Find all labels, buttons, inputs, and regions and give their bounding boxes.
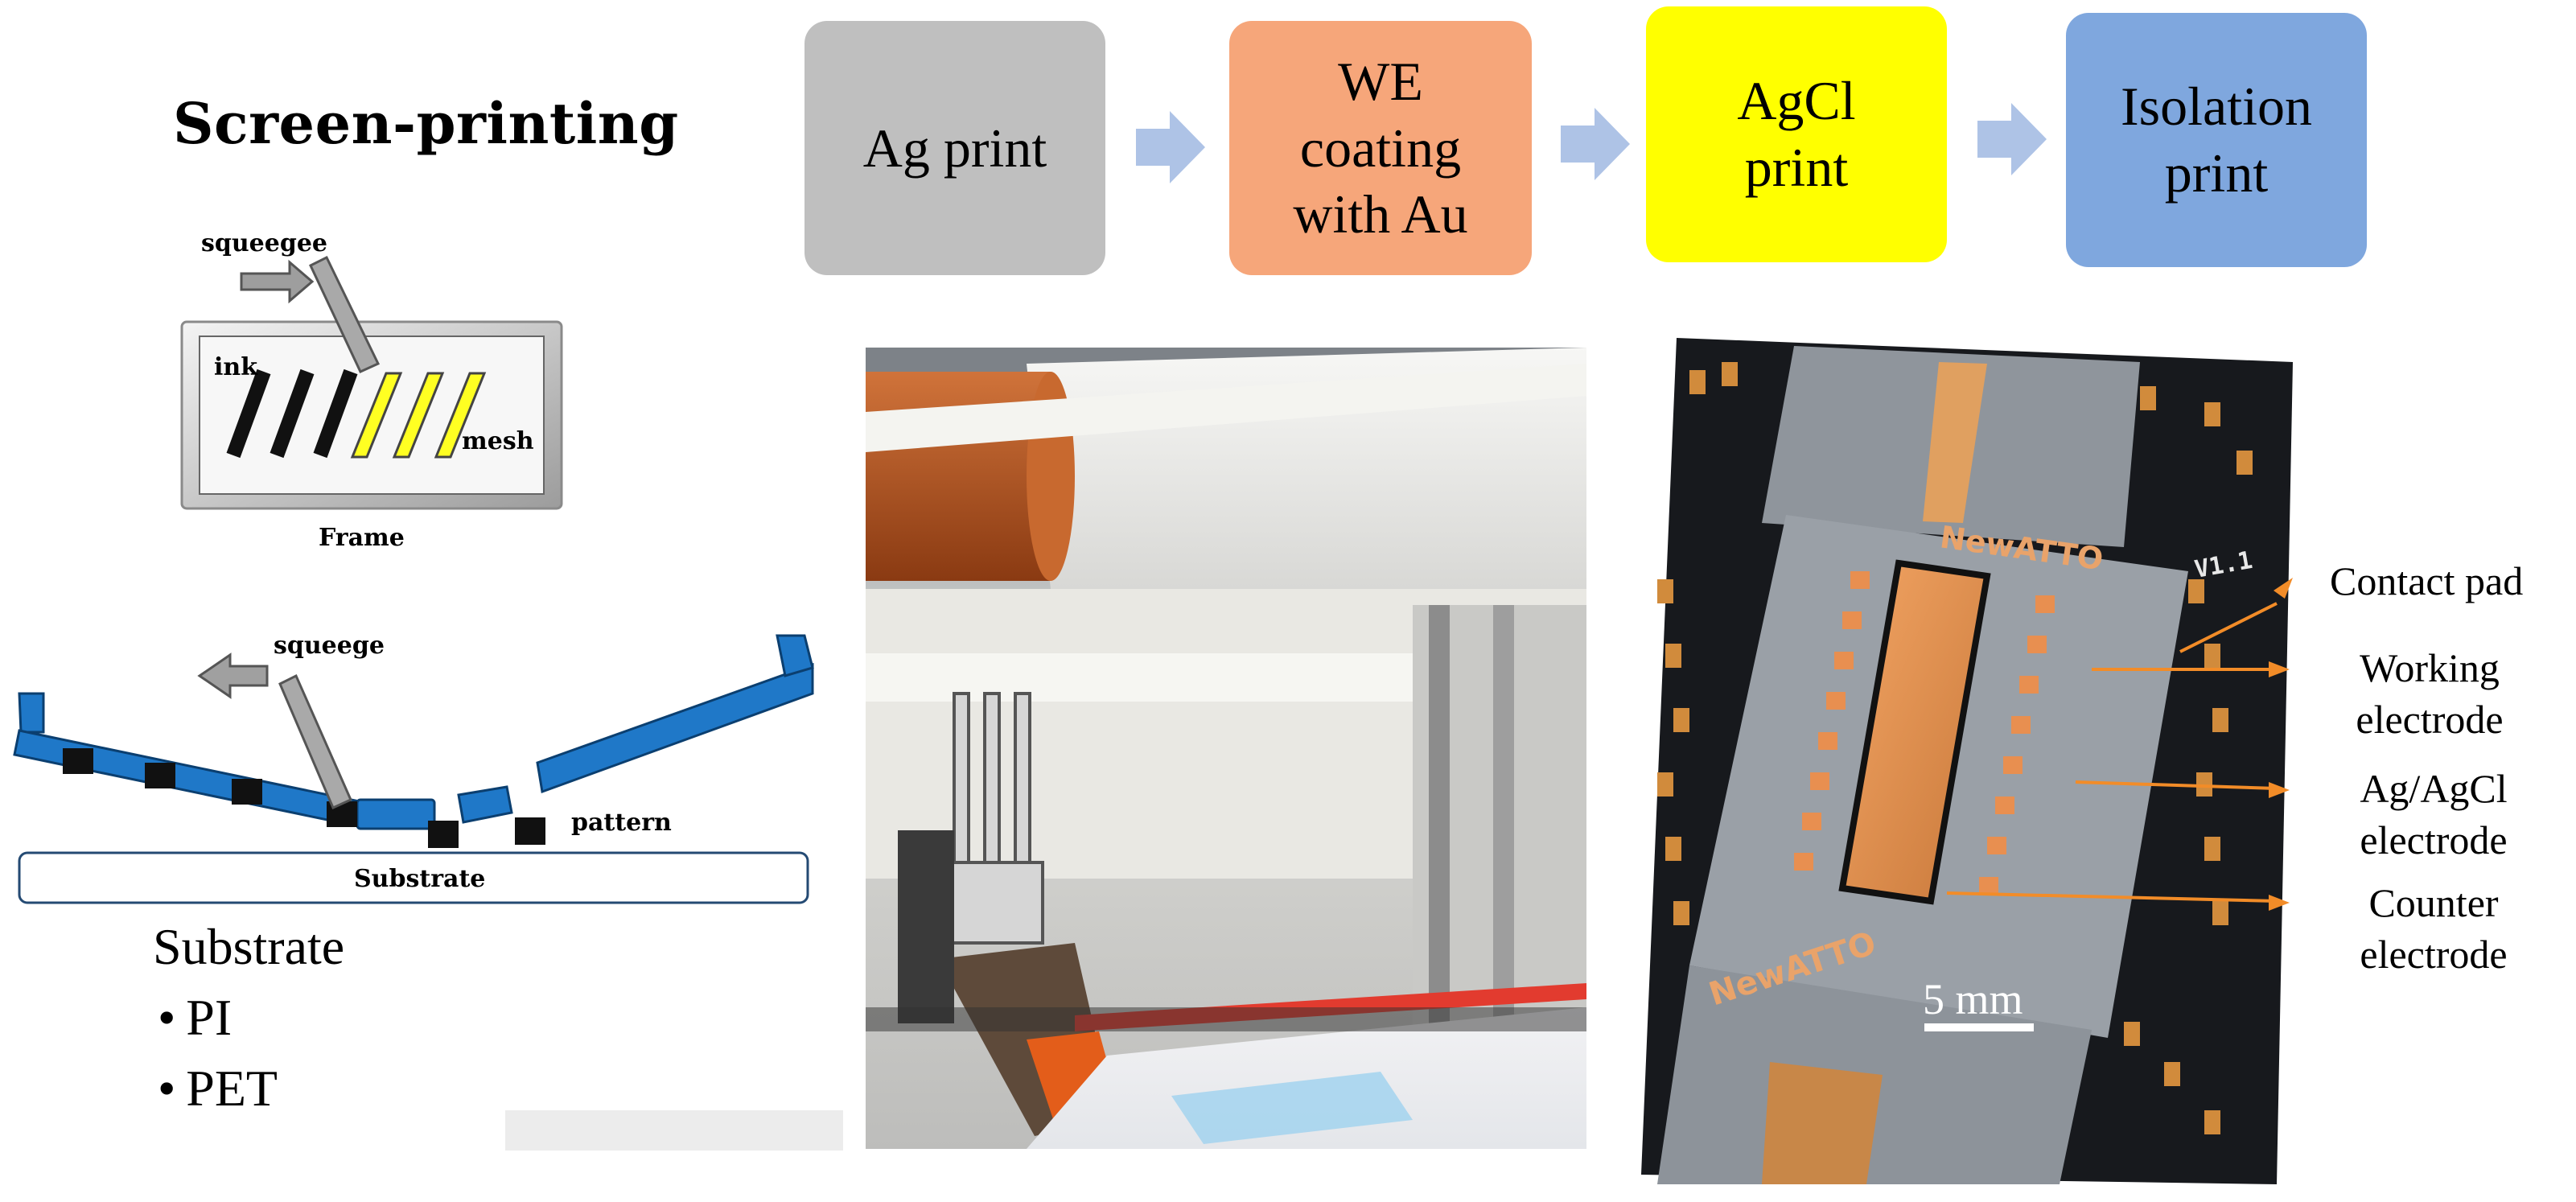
label-ink: ink [214,353,258,381]
scale-bar [1924,1023,2034,1031]
squeegee-direction-arrow-icon [197,652,269,699]
print-head [944,692,1044,945]
mesh-stripes [350,372,487,459]
electrode-pads [1794,571,2055,895]
substrate-bar [18,851,809,904]
process-step-label: WE coating with Au [1293,50,1468,245]
flow-arrow-icon [1136,111,1205,183]
annotation-contact-pad: Contact pad [2330,558,2524,603]
squeegee-cross-section-diagram: squeege pattern Substrate [13,632,814,904]
process-step-ag-print: Ag print [804,21,1105,275]
squeegee-arrow-icon [240,259,315,304]
squeegee-blade [309,255,381,373]
flow-arrow-icon [1561,108,1630,180]
grey-bar [505,1110,843,1151]
label-frame: Frame [319,524,405,552]
annotation-counter-electrode: Counter electrode [2360,880,2508,977]
contact-pad-pattern [1657,362,2253,1134]
screen-printer-photo [866,348,1586,1149]
substrate-item-pet: • PET [158,1060,278,1117]
working-electrode [1838,559,1991,905]
substrate-heading: Substrate [153,918,345,975]
page-title: Screen-printing [173,90,679,157]
label-squeege: squeege [274,632,385,660]
screen-frame-diagram: squeegee ink mesh Frame [180,229,563,552]
substrate-item-pi: • PI [158,989,232,1046]
process-step-agcl-print: AgCl print [1646,6,1947,262]
process-step-label: AgCl print [1737,70,1856,198]
ink-blocks [63,748,545,848]
ink-stripes [226,368,358,459]
screen-mesh-left [13,634,814,830]
bullet-icon: • [158,1060,187,1117]
scale-bar-label: 5 mm [1923,975,2023,1023]
electrode-sheet-photo: NewATTO NewATTO V1.1 5 mm [1641,338,2293,1184]
annotation-agagcl-electrode: Ag/AgCl electrode [2360,766,2508,862]
process-step-we-coating: WE coating with Au [1229,21,1532,275]
annotation-working-electrode: Working electrode [2356,645,2504,742]
process-step-label: Isolation print [2121,76,2312,204]
squeegee-blade [278,673,352,809]
label-substrate: Substrate [354,865,485,893]
label-squeegee: squeegee [201,229,327,257]
label-mesh: mesh [462,427,534,455]
annotation-lines [1946,602,2278,903]
flow-arrow-icon [1977,103,2047,175]
annotation-arrowheads [2269,578,2293,911]
process-step-isolation-print: Isolation print [2066,13,2367,267]
bullet-icon: • [158,989,187,1046]
label-pattern: pattern [571,809,672,837]
process-step-label: Ag print [862,117,1047,179]
print-bed [1027,1007,1586,1149]
